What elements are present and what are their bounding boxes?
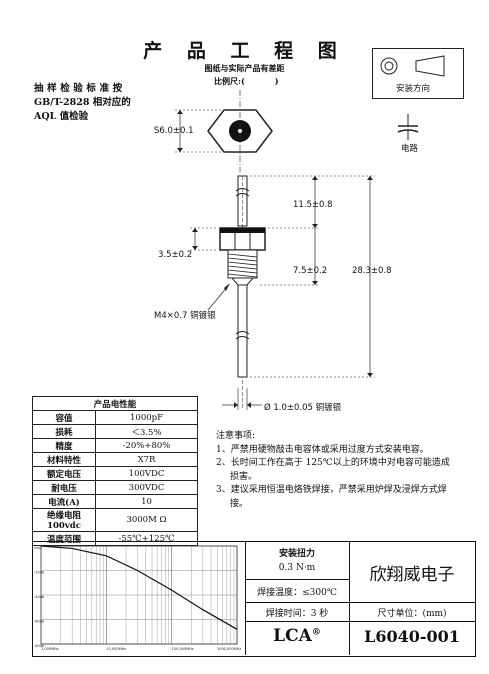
table-row: 温度范围-55℃+125℃ <box>32 531 198 546</box>
note-item-1: 1、严禁用硬物敲击电容体或采用过度方式安装电容。 <box>216 444 429 455</box>
dim-hex: S6.0±0.1 <box>154 126 194 136</box>
notes-section: 注意事项: 1、严禁用硬物敲击电容体或采用过度方式安装电容。 2、长时间工作在高… <box>216 430 456 511</box>
inspection-line-2: GB/T-2828 相对应的 <box>34 97 131 108</box>
table-row: 精度-20%+80% <box>32 438 198 453</box>
company-name: 欣翔威电子 <box>369 565 455 585</box>
table-row: 损耗＜3.5% <box>32 424 198 439</box>
install-direction-label: 安装方向 <box>396 84 431 94</box>
scale-close: ) <box>274 76 279 86</box>
dim-top-lead: 11.5±0.8 <box>293 200 333 210</box>
inspection-line-1: 抽样检验标准按 <box>34 83 126 94</box>
note-item-3: 3、建议采用恒温电烙铁焊接，严禁采用炉焊及浸焊方式焊接。 <box>216 485 447 509</box>
unit-label: 尺寸单位：(mm) <box>377 609 447 619</box>
inspection-note: 抽样检验标准按 GB/T-2828 相对应的 AQL 值检验 <box>34 82 152 124</box>
table-row: 电流(A)10 <box>32 494 198 509</box>
dim-thread: M4×0.7 铜镀银 <box>154 311 216 321</box>
part-drawing <box>175 90 375 410</box>
torque-value: 0.3 N·m <box>278 563 316 573</box>
dim-nut-height: 3.5±0.2 <box>158 250 193 260</box>
scale-open: 比例尺:( <box>214 76 245 86</box>
inspection-line-3: AQL 值检验 <box>34 111 89 122</box>
x-tick-label: 10,000MHz <box>106 647 126 651</box>
properties-header: 产品电性能 <box>32 396 198 411</box>
notes-title: 注意事项: <box>216 431 256 441</box>
dim-wire: Ø 1.0±0.05 铜镀银 <box>264 403 342 413</box>
brand-logo: LCA® <box>245 626 349 646</box>
y-tick-label: -60db <box>34 620 45 624</box>
brand-text: LCA <box>273 626 312 646</box>
page-subtitle: 图纸与实际产品有差距 <box>204 63 285 73</box>
x-tick-label: 1000,000MHz <box>217 647 241 651</box>
y-tick-label: -20db <box>34 571 45 575</box>
install-circle-icon <box>380 57 398 75</box>
registered-mark: ® <box>311 627 321 638</box>
y-tick-label: -40db <box>34 595 45 599</box>
x-tick-label: 1,000MHz <box>41 647 59 651</box>
y-tick-label: -80db <box>34 644 45 648</box>
part-number: L6040-001 <box>364 627 460 646</box>
legend-box <box>372 48 464 140</box>
dim-total-length: 28.3±0.8 <box>352 266 392 276</box>
torque-label: 安装扭力 <box>278 549 315 559</box>
scale-label: 比例尺:() <box>214 76 279 87</box>
note-item-2: 2、长时间工作在高于 125℃以上的环境中对电容可能造成损害。 <box>216 458 450 482</box>
solder-time: 焊接时间：3 秒 <box>265 609 329 619</box>
dim-thread-length: 7.5±0.2 <box>293 266 328 276</box>
circuit-label: 电路 <box>401 144 419 154</box>
attenuation-line <box>40 545 238 630</box>
solder-temp: 焊接温度：≤300℃ <box>257 588 337 598</box>
page-title: 产 品 工 程 图 <box>143 40 346 62</box>
y-tick-label: 0db <box>34 546 41 550</box>
x-tick-label: 100,000MHz <box>172 647 194 651</box>
install-side-icon <box>415 55 445 77</box>
